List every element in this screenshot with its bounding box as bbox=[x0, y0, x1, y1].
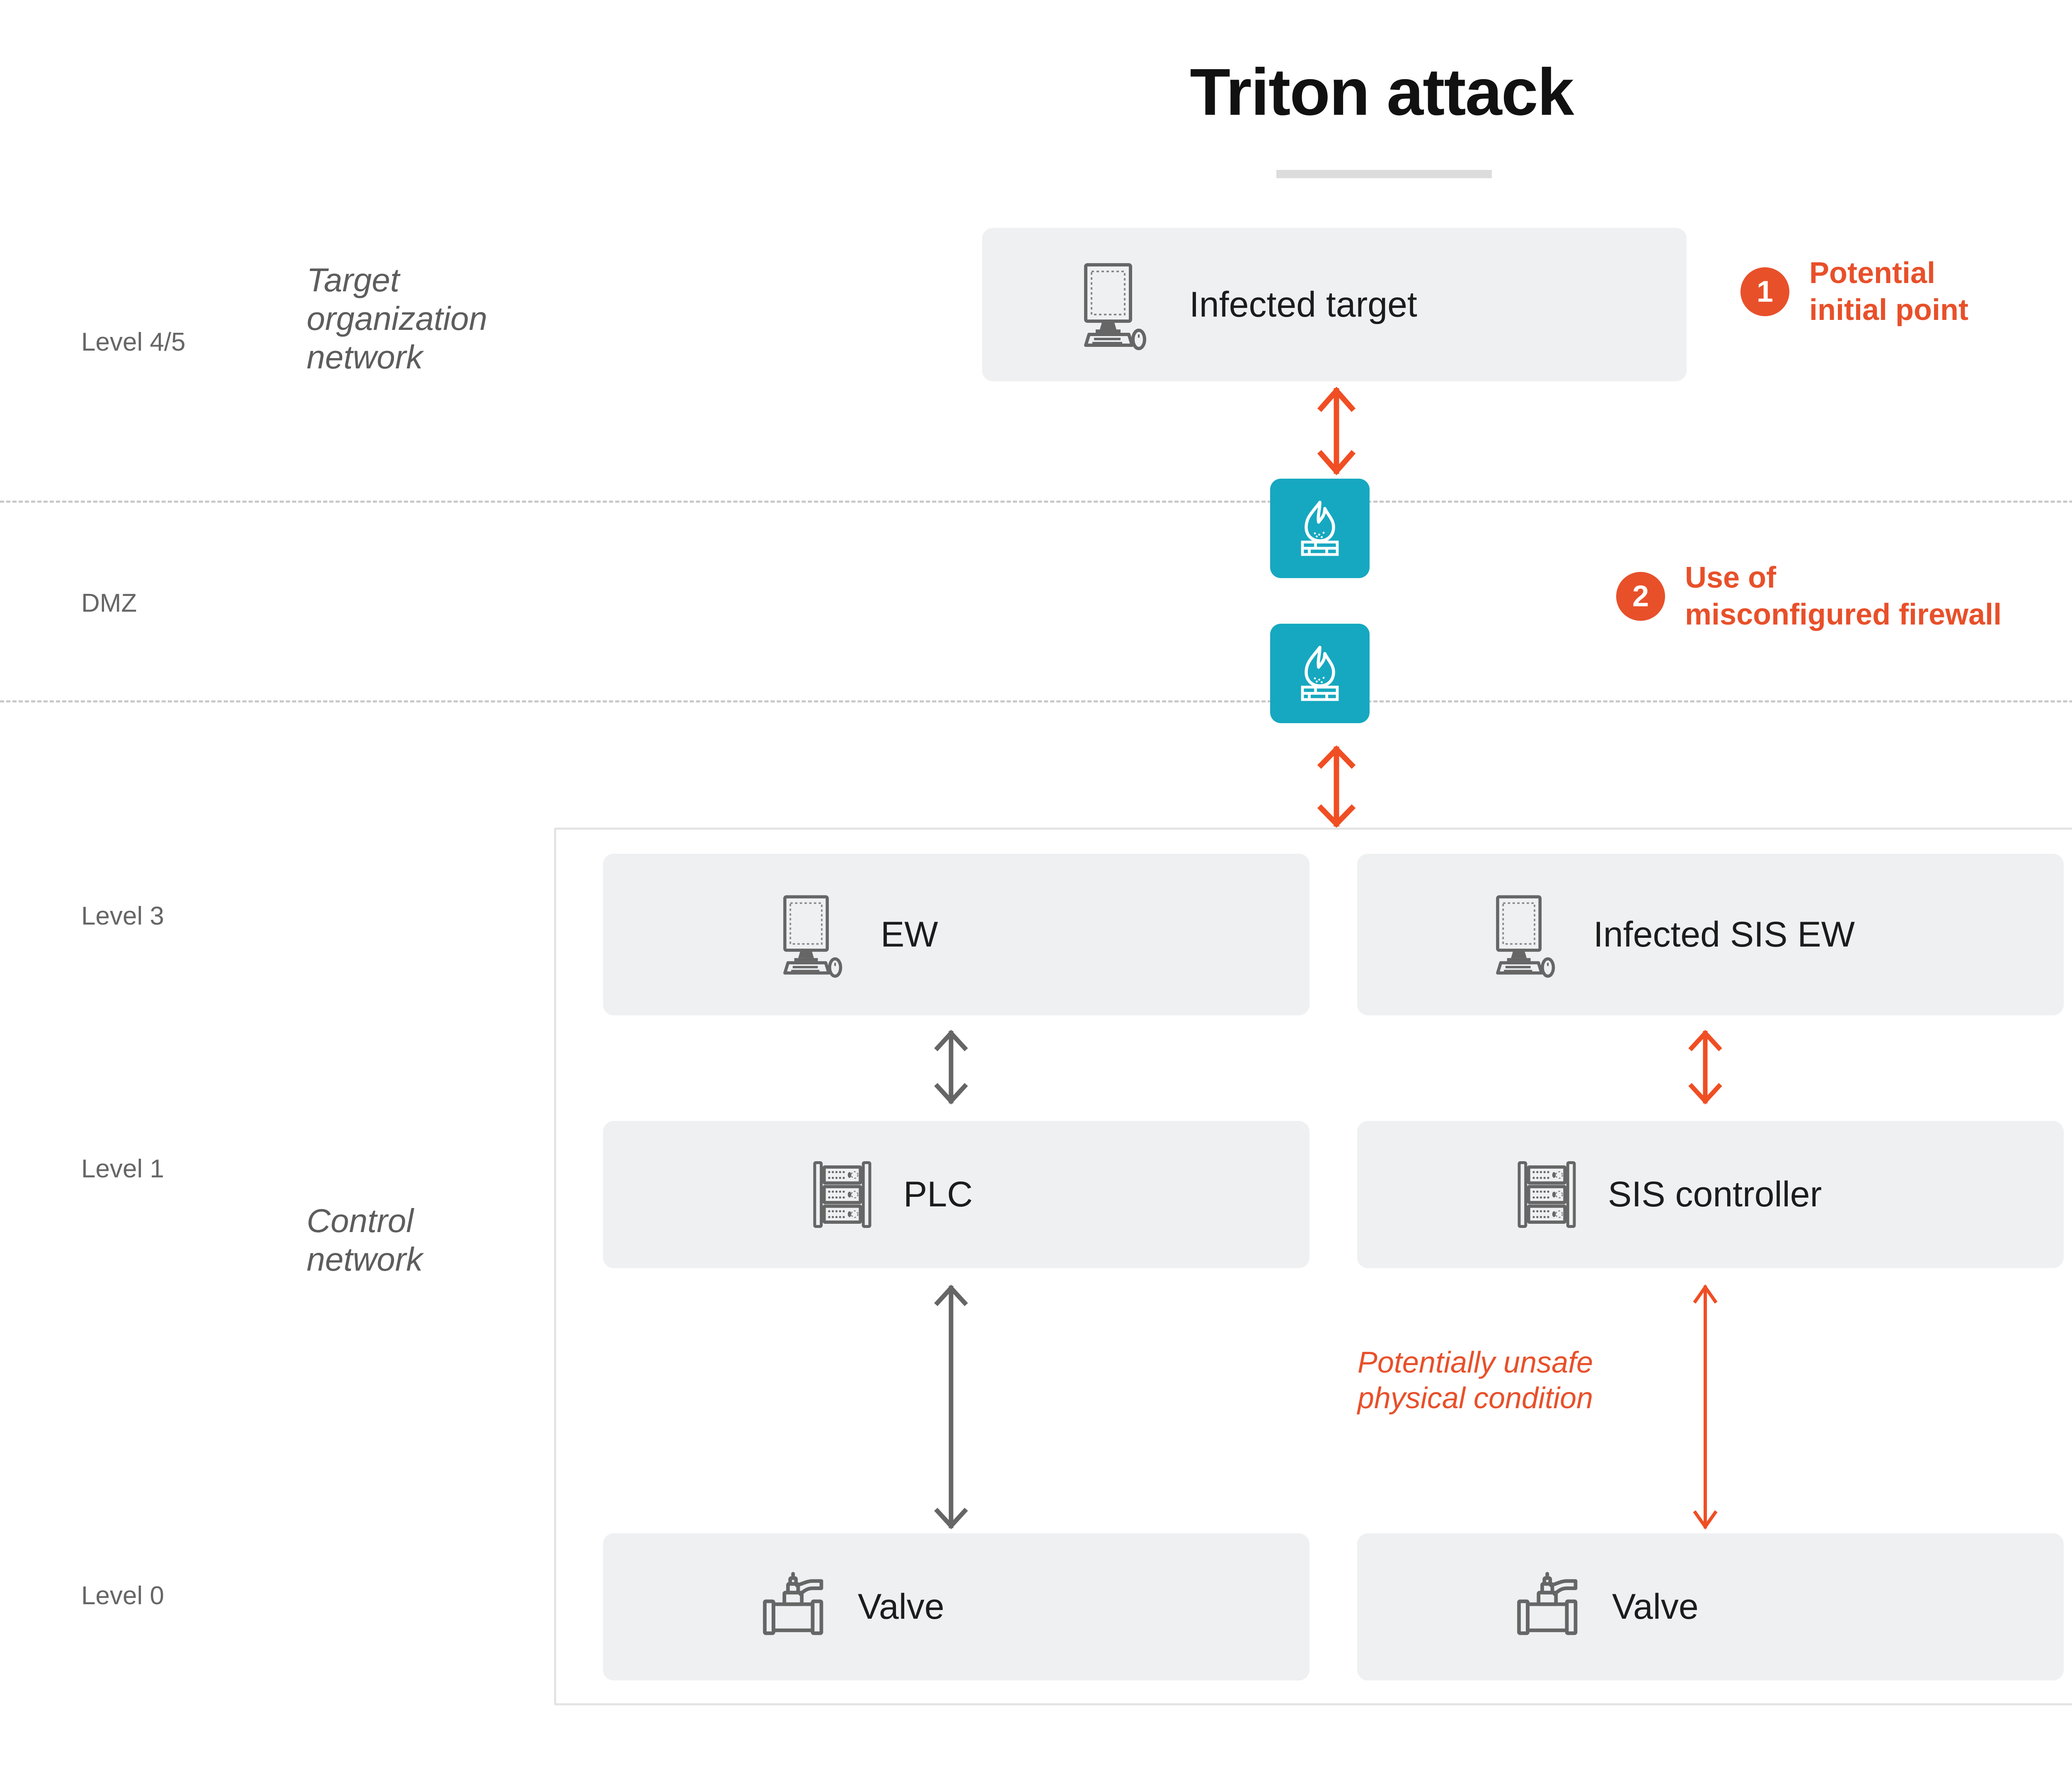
firewall-bottom[interactable] bbox=[1270, 624, 1370, 723]
firewall-icon bbox=[1301, 501, 1339, 556]
arrow-target-to-firewall bbox=[1314, 387, 1359, 475]
node-valve-right[interactable]: Valve bbox=[1357, 1533, 2064, 1680]
arrow-firewall-to-control bbox=[1314, 745, 1359, 828]
node-plc[interactable]: PLC bbox=[603, 1121, 1310, 1268]
callout-badge: 1 bbox=[1740, 267, 1789, 316]
controller-rack-icon bbox=[810, 1158, 874, 1231]
node-infected-target[interactable]: Infected target bbox=[982, 228, 1687, 381]
control-network-container bbox=[554, 828, 2072, 1705]
node-label: SIS controller bbox=[1608, 1174, 1822, 1214]
workstation-icon bbox=[1490, 895, 1564, 978]
zone-label-target-organization-network: Target organization network bbox=[307, 261, 487, 375]
node-sis-controller[interactable]: SIS controller bbox=[1357, 1121, 2064, 1268]
node-label: Valve bbox=[858, 1587, 944, 1627]
controller-rack-icon bbox=[1515, 1158, 1579, 1231]
callout-text: Use of misconfigured firewall bbox=[1685, 561, 2002, 631]
arrow-sisew-to-sis-controller bbox=[1682, 1029, 1728, 1105]
annotation-unsafe-condition: Potentially unsafe physical condition bbox=[1357, 1346, 1593, 1415]
node-ew[interactable]: EW bbox=[603, 854, 1310, 1015]
level-label-0: Level 0 bbox=[81, 1581, 164, 1610]
arrow-sis-to-valve bbox=[1685, 1284, 1726, 1530]
valve-icon bbox=[1515, 1571, 1587, 1642]
zone-divider-level45-dmz bbox=[0, 501, 2072, 503]
zone-label-control-network: Control network bbox=[307, 1202, 423, 1278]
callout-1[interactable]: 1 Potential initial point bbox=[1740, 255, 1968, 328]
arrow-plc-to-valve bbox=[928, 1284, 974, 1530]
level-label-3: Level 3 bbox=[81, 902, 164, 930]
node-label: Valve bbox=[1612, 1587, 1699, 1627]
callout-badge: 2 bbox=[1616, 571, 1665, 621]
callout-text: Potential initial point bbox=[1809, 257, 1968, 327]
page-title: Triton attack bbox=[1190, 55, 1574, 129]
node-label: Infected target bbox=[1189, 284, 1417, 324]
firewall-icon bbox=[1301, 646, 1339, 701]
node-infected-sis-ew[interactable]: Infected SIS EW bbox=[1357, 854, 2064, 1015]
level-label-45: Level 4/5 bbox=[81, 328, 186, 356]
level-label-dmz: DMZ bbox=[81, 589, 137, 617]
node-valve-left[interactable]: Valve bbox=[603, 1533, 1310, 1680]
node-label: Infected SIS EW bbox=[1593, 914, 1855, 954]
node-label: EW bbox=[881, 914, 938, 954]
valve-icon bbox=[760, 1571, 833, 1642]
workstation-icon bbox=[777, 895, 852, 978]
node-label: PLC bbox=[903, 1174, 973, 1214]
title-divider bbox=[1276, 170, 1492, 178]
workstation-icon bbox=[1077, 263, 1156, 350]
callout-2[interactable]: 2 Use of misconfigured firewall bbox=[1616, 559, 2002, 633]
arrow-ew-to-plc bbox=[928, 1029, 974, 1105]
level-label-1: Level 1 bbox=[81, 1155, 164, 1183]
firewall-top[interactable] bbox=[1270, 479, 1370, 578]
zone-divider-dmz-control bbox=[0, 700, 2072, 702]
